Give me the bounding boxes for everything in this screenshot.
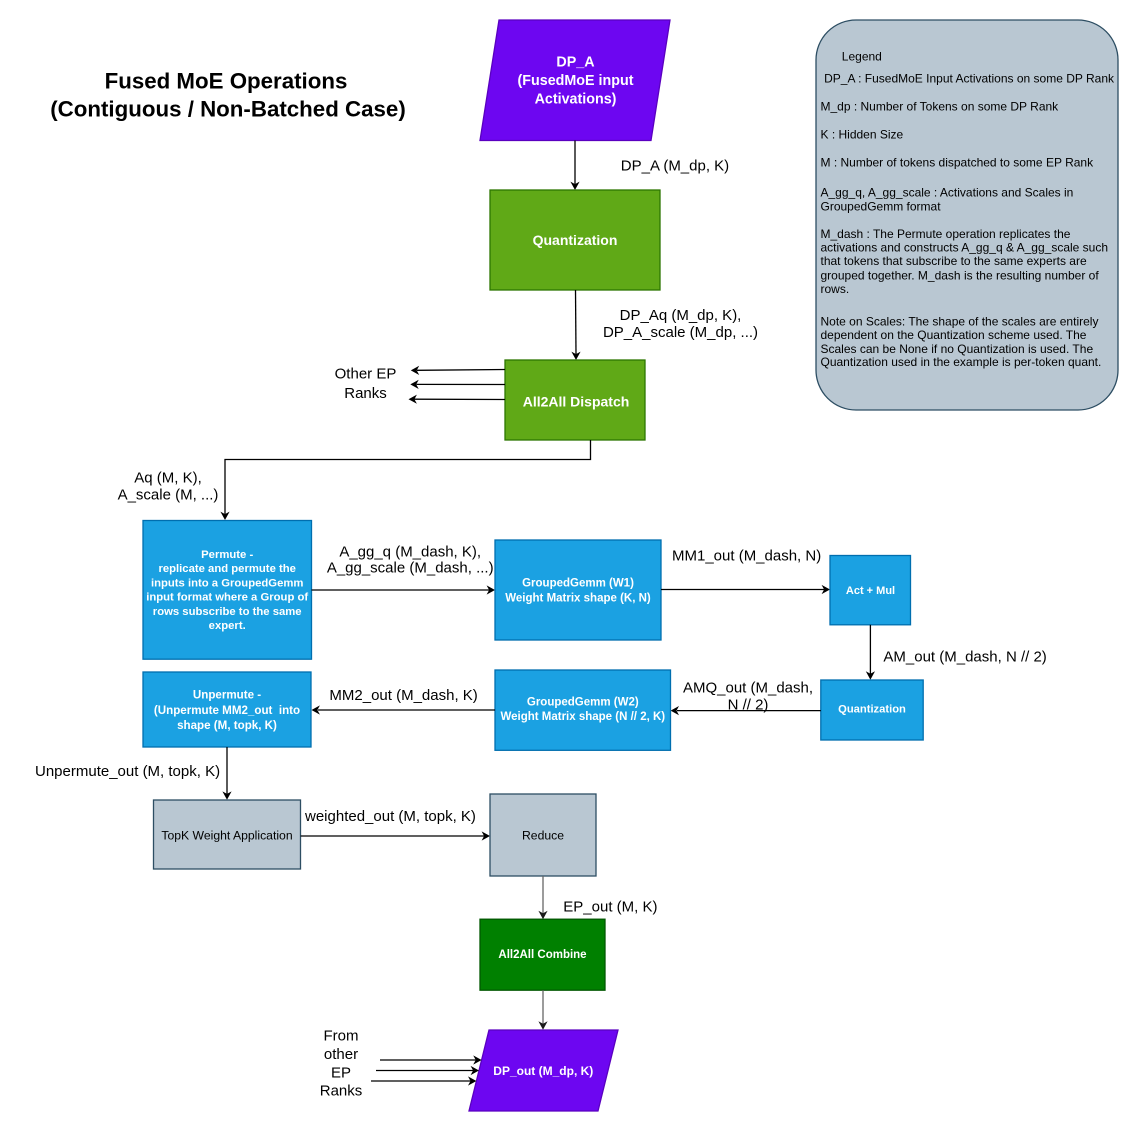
svg-text:Weight Matrix shape (K, N): Weight Matrix shape (K, N) bbox=[505, 592, 651, 604]
svg-text:K : Hidden Size: K : Hidden Size bbox=[821, 127, 904, 141]
svg-text:DP_out (M_dp, K): DP_out (M_dp, K) bbox=[493, 1064, 593, 1078]
svg-text:A_scale (M, ...): A_scale (M, ...) bbox=[118, 487, 219, 504]
svg-text:Aq (M, K),: Aq (M, K), bbox=[134, 470, 202, 487]
svg-text:input format where a Group of: input format where a Group of bbox=[146, 592, 308, 604]
svg-text:grouped together. M_dash is th: grouped together. M_dash is the resultin… bbox=[821, 268, 1100, 282]
svg-text:From: From bbox=[324, 1028, 359, 1045]
svg-text:rows.: rows. bbox=[821, 282, 850, 296]
svg-text:activations and constructs A_g: activations and constructs A_gg_q & A_gg… bbox=[821, 241, 1109, 255]
svg-text:A_gg_q, A_gg_scale : Activatio: A_gg_q, A_gg_scale : Activations and Sca… bbox=[821, 186, 1074, 200]
svg-text:DP_A : FusedMoE Input Activati: DP_A : FusedMoE Input Activations on som… bbox=[824, 71, 1115, 85]
svg-text:N // 2): N // 2) bbox=[728, 696, 769, 713]
svg-text:Reduce: Reduce bbox=[522, 828, 564, 842]
svg-text:DP_A: DP_A bbox=[556, 55, 594, 71]
svg-text:Act + Mul: Act + Mul bbox=[846, 585, 895, 597]
svg-text:weighted_out (M, topk, K): weighted_out (M, topk, K) bbox=[304, 808, 476, 825]
svg-text:A_gg_scale (M_dash, ...): A_gg_scale (M_dash, ...) bbox=[327, 560, 494, 577]
svg-text:Unpermute -: Unpermute - bbox=[193, 688, 261, 701]
svg-text:Legend: Legend bbox=[842, 49, 882, 63]
svg-text:AM_out (M_dash, N // 2): AM_out (M_dash, N // 2) bbox=[883, 649, 1046, 666]
svg-text:(FusedMoE input: (FusedMoE input bbox=[518, 73, 634, 89]
svg-text:Quantization: Quantization bbox=[838, 704, 906, 716]
svg-text:Quantization used in the examp: Quantization used in the example is per-… bbox=[821, 355, 1102, 369]
svg-text:rows subscribe to the same: rows subscribe to the same bbox=[153, 606, 302, 618]
svg-text:Other EP: Other EP bbox=[335, 366, 397, 383]
svg-text:GroupedGemm format: GroupedGemm format bbox=[821, 200, 942, 214]
svg-text:GroupedGemm (W1): GroupedGemm (W1) bbox=[522, 577, 634, 589]
svg-text:Weight Matrix shape (N // 2, K: Weight Matrix shape (N // 2, K) bbox=[500, 711, 665, 723]
svg-text:All2All Dispatch: All2All Dispatch bbox=[523, 393, 630, 409]
svg-text:MM1_out (M_dash, N): MM1_out (M_dash, N) bbox=[672, 547, 821, 564]
svg-text:Unpermute_out (M, topk, K): Unpermute_out (M, topk, K) bbox=[35, 763, 220, 780]
svg-text:TopK Weight Application: TopK Weight Application bbox=[161, 828, 292, 842]
svg-text:M : Number of tokens dispatche: M : Number of tokens dispatched to some … bbox=[821, 156, 1095, 170]
svg-text:dependent on the Quantization: dependent on the Quantization scheme use… bbox=[821, 328, 1087, 342]
svg-text:expert.: expert. bbox=[209, 620, 246, 632]
svg-text:(Contiguous / Non-Batched Case: (Contiguous / Non-Batched Case) bbox=[50, 97, 406, 122]
svg-text:Ranks: Ranks bbox=[320, 1082, 363, 1099]
svg-text:Fused MoE Operations: Fused MoE Operations bbox=[105, 69, 348, 94]
svg-text:GroupedGemm (W2): GroupedGemm (W2) bbox=[527, 697, 639, 709]
svg-text:Ranks: Ranks bbox=[344, 385, 387, 402]
svg-text:M_dp : Number of Tokens on som: M_dp : Number of Tokens on some DP Rank bbox=[821, 100, 1060, 114]
svg-text:that tokens that subscribe to: that tokens that subscribe to the same e… bbox=[821, 254, 1087, 268]
svg-text:EP_out (M, K): EP_out (M, K) bbox=[563, 898, 657, 915]
svg-text:AMQ_out (M_dash,: AMQ_out (M_dash, bbox=[683, 679, 813, 696]
svg-text:DP_A (M_dp, K): DP_A (M_dp, K) bbox=[621, 158, 729, 175]
svg-text:All2All Combine: All2All Combine bbox=[498, 949, 586, 961]
svg-text:replicate and permute the: replicate and permute the bbox=[158, 563, 295, 575]
svg-text:DP_A_scale (M_dp, ...): DP_A_scale (M_dp, ...) bbox=[603, 324, 758, 341]
svg-text:Quantization: Quantization bbox=[533, 232, 618, 248]
svg-text:MM2_out (M_dash, K): MM2_out (M_dash, K) bbox=[329, 687, 477, 704]
svg-text:Permute -: Permute - bbox=[201, 549, 253, 561]
svg-text:M_dash : The Permute operation: M_dash : The Permute operation replicate… bbox=[821, 227, 1071, 241]
svg-text:DP_Aq (M_dp, K),: DP_Aq (M_dp, K), bbox=[620, 307, 742, 324]
svg-text:A_gg_q (M_dash, K),: A_gg_q (M_dash, K), bbox=[339, 544, 481, 561]
svg-text:EP: EP bbox=[331, 1064, 351, 1081]
svg-text:Note on Scales: The shape of t: Note on Scales: The shape of the scales … bbox=[821, 314, 1099, 328]
svg-text:shape (M, topk, K): shape (M, topk, K) bbox=[177, 719, 277, 732]
svg-text:Scales can be None if no Quant: Scales can be None if no Quantization is… bbox=[821, 342, 1094, 356]
svg-text:inputs into a GroupedGemm: inputs into a GroupedGemm bbox=[151, 577, 304, 589]
svg-text:other: other bbox=[324, 1046, 358, 1063]
svg-text:(Unpermute MM2_out into: (Unpermute MM2_out into bbox=[154, 704, 300, 717]
svg-text:Activations): Activations) bbox=[535, 92, 617, 108]
